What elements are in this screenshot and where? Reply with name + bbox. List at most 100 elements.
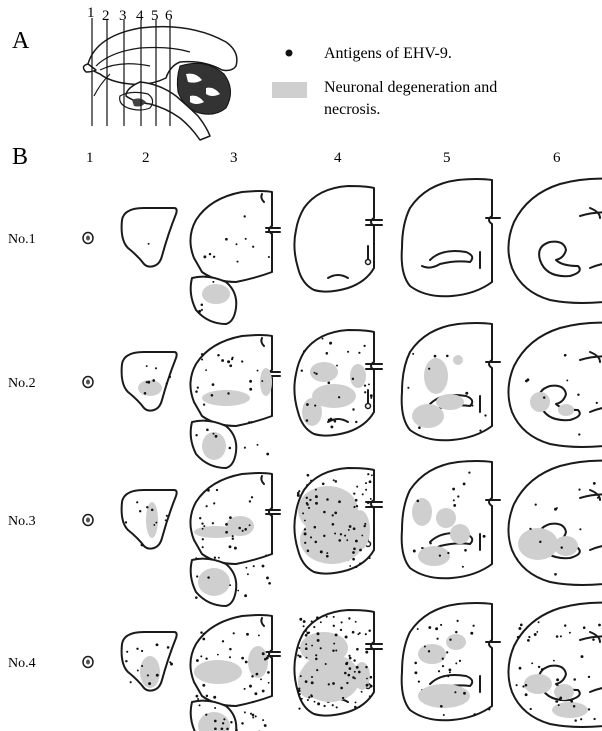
antigen-dot	[305, 643, 307, 645]
antigen-dot	[202, 684, 205, 687]
antigen-dot	[522, 685, 524, 687]
antigen-dot	[254, 692, 257, 695]
section-row2-col5	[402, 323, 500, 440]
antigen-dot	[355, 621, 357, 623]
antigen-dot	[216, 489, 218, 491]
antigen-dot	[222, 640, 224, 642]
antigen-dot	[356, 666, 359, 669]
antigen-dot	[306, 502, 308, 504]
antigen-dot	[244, 447, 246, 449]
antigen-dot	[355, 566, 357, 568]
antigen-dot	[304, 528, 306, 530]
antigen-dot	[428, 368, 430, 370]
antigen-dot	[203, 403, 205, 405]
antigen-dot	[365, 633, 367, 635]
antigen-dot	[141, 665, 143, 667]
antigen-dot	[364, 391, 366, 393]
antigen-dot	[303, 625, 305, 627]
section-row1-col6	[508, 179, 602, 303]
antigen-dot	[308, 696, 310, 698]
antigen-dot	[322, 482, 325, 485]
antigen-dot	[252, 714, 255, 717]
lesion-area	[436, 394, 464, 410]
antigen-dot	[256, 673, 259, 676]
section-outline	[508, 323, 602, 447]
antigen-dot	[556, 678, 559, 681]
antigen-dot	[308, 507, 310, 509]
antigen-dot	[359, 632, 361, 634]
antigen-dot	[315, 658, 318, 661]
section-row3-col1	[83, 515, 93, 526]
antigen-dot	[307, 474, 310, 477]
antigen-dot	[227, 360, 230, 363]
antigen-dot	[573, 705, 576, 708]
antigen-dot	[531, 662, 533, 664]
antigen-dot	[413, 550, 416, 553]
antigen-dot	[558, 704, 560, 706]
antigen-dot	[232, 535, 234, 537]
antigen-dot	[227, 392, 229, 394]
antigen-dot	[198, 310, 201, 313]
antigen-dot	[538, 621, 540, 623]
antigen-dot	[229, 648, 232, 651]
antigen-dot	[222, 722, 224, 724]
antigen-dot	[241, 360, 243, 362]
antigen-dot	[471, 405, 473, 407]
antigen-dot	[146, 381, 148, 383]
antigen-dot	[412, 353, 414, 355]
antigen-dot	[580, 718, 582, 720]
antigen-dot	[354, 706, 357, 709]
antigen-dot	[573, 678, 576, 681]
antigen-dot	[306, 657, 308, 659]
antigen-dot	[347, 351, 349, 353]
antigen-dot	[218, 557, 220, 559]
antigen-dot	[141, 650, 143, 652]
lesion-area	[436, 508, 456, 528]
antigen-dot	[223, 718, 225, 720]
antigen-dot	[588, 708, 590, 710]
antigen-dot	[581, 655, 584, 658]
lesion-legend-label-line1: Neuronal degeneration and	[324, 79, 497, 96]
antigen-dot	[479, 429, 481, 431]
antigen-dot	[355, 499, 358, 502]
antigen-dot	[305, 630, 307, 632]
antigen-dot	[428, 626, 431, 629]
antigen-dot	[250, 713, 252, 715]
antigen-dot	[435, 627, 438, 630]
antigen-dot	[483, 535, 486, 538]
antigen-dot	[264, 658, 267, 661]
antigen-dot	[244, 594, 247, 597]
cut-label-3: 3	[119, 8, 127, 24]
antigen-dot	[245, 567, 247, 569]
section-row1-col5	[402, 179, 500, 296]
antigen-dot	[438, 670, 440, 672]
antigen-dot	[334, 512, 337, 515]
antigen-dot	[370, 676, 373, 679]
antigen-dot	[443, 714, 445, 716]
antigen-dot	[226, 728, 229, 731]
antigen-dot	[234, 547, 237, 550]
antigen-dot	[583, 626, 586, 629]
section-outline	[83, 233, 93, 244]
antigen-dot	[342, 697, 344, 699]
antigen-dot	[305, 634, 308, 637]
antigen-dot	[434, 355, 437, 358]
antigen-dot	[221, 359, 224, 362]
antigen-dot	[525, 693, 528, 696]
antigen-dot	[336, 365, 338, 367]
antigen-dot	[436, 638, 438, 640]
antigen-dot	[442, 658, 444, 660]
antigen-dot	[264, 724, 267, 727]
antigen-dot	[136, 501, 138, 503]
antigen-dot	[358, 706, 360, 708]
antigen-dot	[368, 383, 370, 385]
antigen-dot	[332, 523, 335, 526]
antigen-dot	[453, 504, 456, 507]
antigen-dot	[349, 667, 352, 670]
antigen-dot	[369, 695, 371, 697]
antigen-dot	[231, 358, 233, 360]
antigen-dot	[362, 493, 364, 495]
antigen-dot	[439, 554, 441, 556]
lesion-area	[198, 568, 230, 596]
